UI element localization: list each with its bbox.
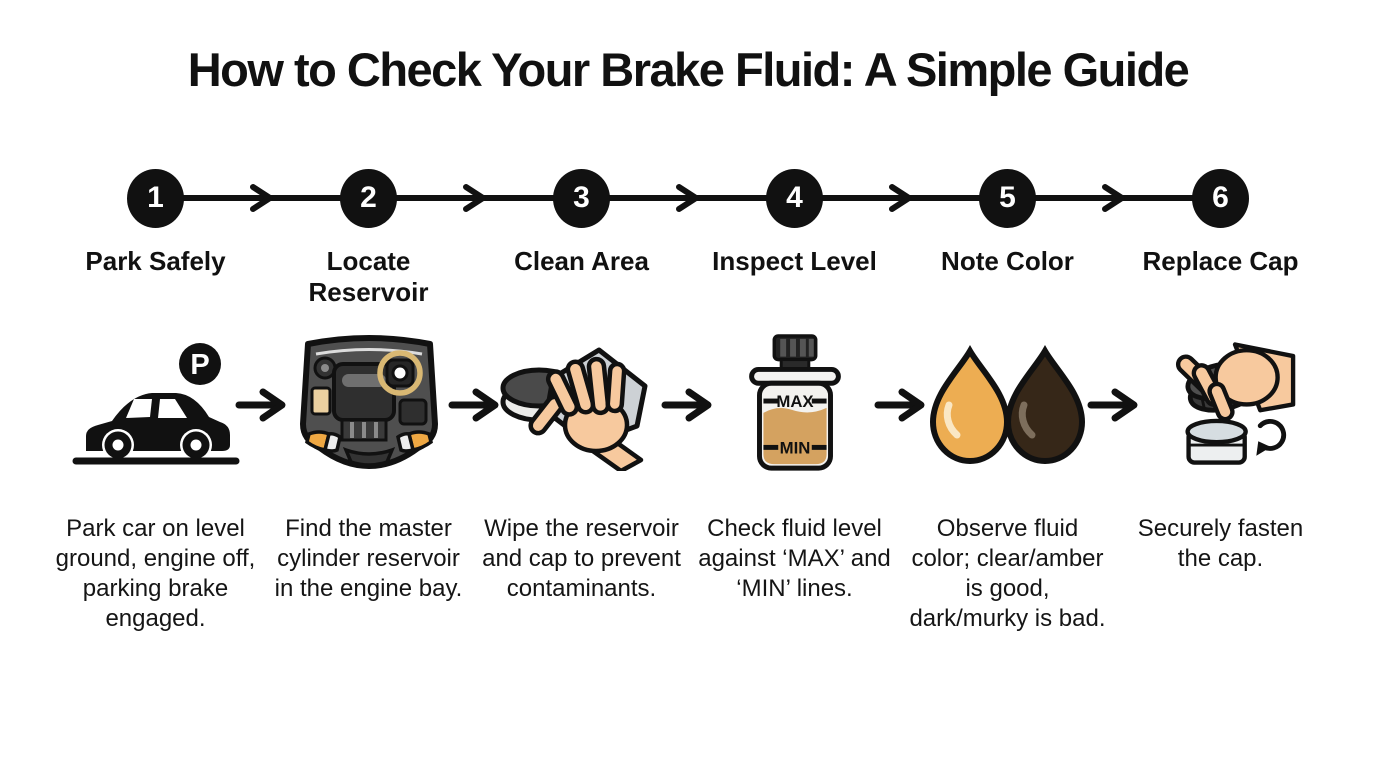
wipe-cloth-icon [500,347,648,471]
step-label: Note Color [941,246,1074,276]
step-number-badge: 1 [127,168,184,228]
step-label: Clean Area [514,246,649,276]
step-label: Locate Reservoir [308,246,429,307]
dark-drop [1004,345,1086,464]
rotate-arrow [1257,418,1286,451]
step-label: Replace Cap [1142,246,1299,276]
step-description: Check fluid level against ‘MAX’ and ‘MIN… [698,515,891,602]
parking-badge-circle [179,343,221,385]
step-number-badge: 5 [979,168,1036,228]
step-label: Park Safely [85,246,226,276]
step-description: Observe fluid color; clear/amber is good… [909,515,1106,632]
step-number-badge: 4 [766,168,823,228]
reservoir-max-min-icon: MAX MIN [748,334,841,471]
step-labels-row: Park Safely Locate Reservoir Clean Area … [49,246,1327,330]
step-icons-row: P [49,330,1327,476]
engine-bay-icon [299,335,438,469]
parking-badge-letter: P [190,349,209,381]
step-descriptions-row: Park car on level ground, engine off, pa… [49,514,1327,634]
replace-cap-icon [1175,342,1295,465]
amber-drop [929,345,1011,464]
step-description: Wipe the reservoir and cap to prevent co… [482,515,681,602]
step-number-badge: 6 [1192,168,1249,228]
fluid-fill [762,407,827,465]
step-description: Securely fasten the cap. [1137,515,1304,572]
min-line-label: MIN [779,438,810,457]
step-number-badge: 3 [553,168,610,228]
step-number-badge: 2 [340,168,397,228]
jar-opening [1184,418,1248,445]
step-description: Park car on level ground, engine off, pa… [55,515,256,632]
page-title: How to Check Your Brake Fluid: A Simple … [187,43,1190,96]
hand [528,356,644,471]
steps-grid: 1 2 3 4 5 6 Park Safely Locate Reservoir… [49,168,1327,634]
parked-car-icon: P [72,343,240,465]
step-description: Find the master cylinder reservoir in th… [274,515,463,602]
fluid-drops-icon [929,345,1086,464]
max-line-label: MAX [776,392,814,411]
reservoir-highlight-ring [376,350,423,396]
hand [1175,342,1295,422]
step-label: Inspect Level [712,246,877,276]
timeline-row: 1 2 3 4 5 6 [49,168,1327,228]
